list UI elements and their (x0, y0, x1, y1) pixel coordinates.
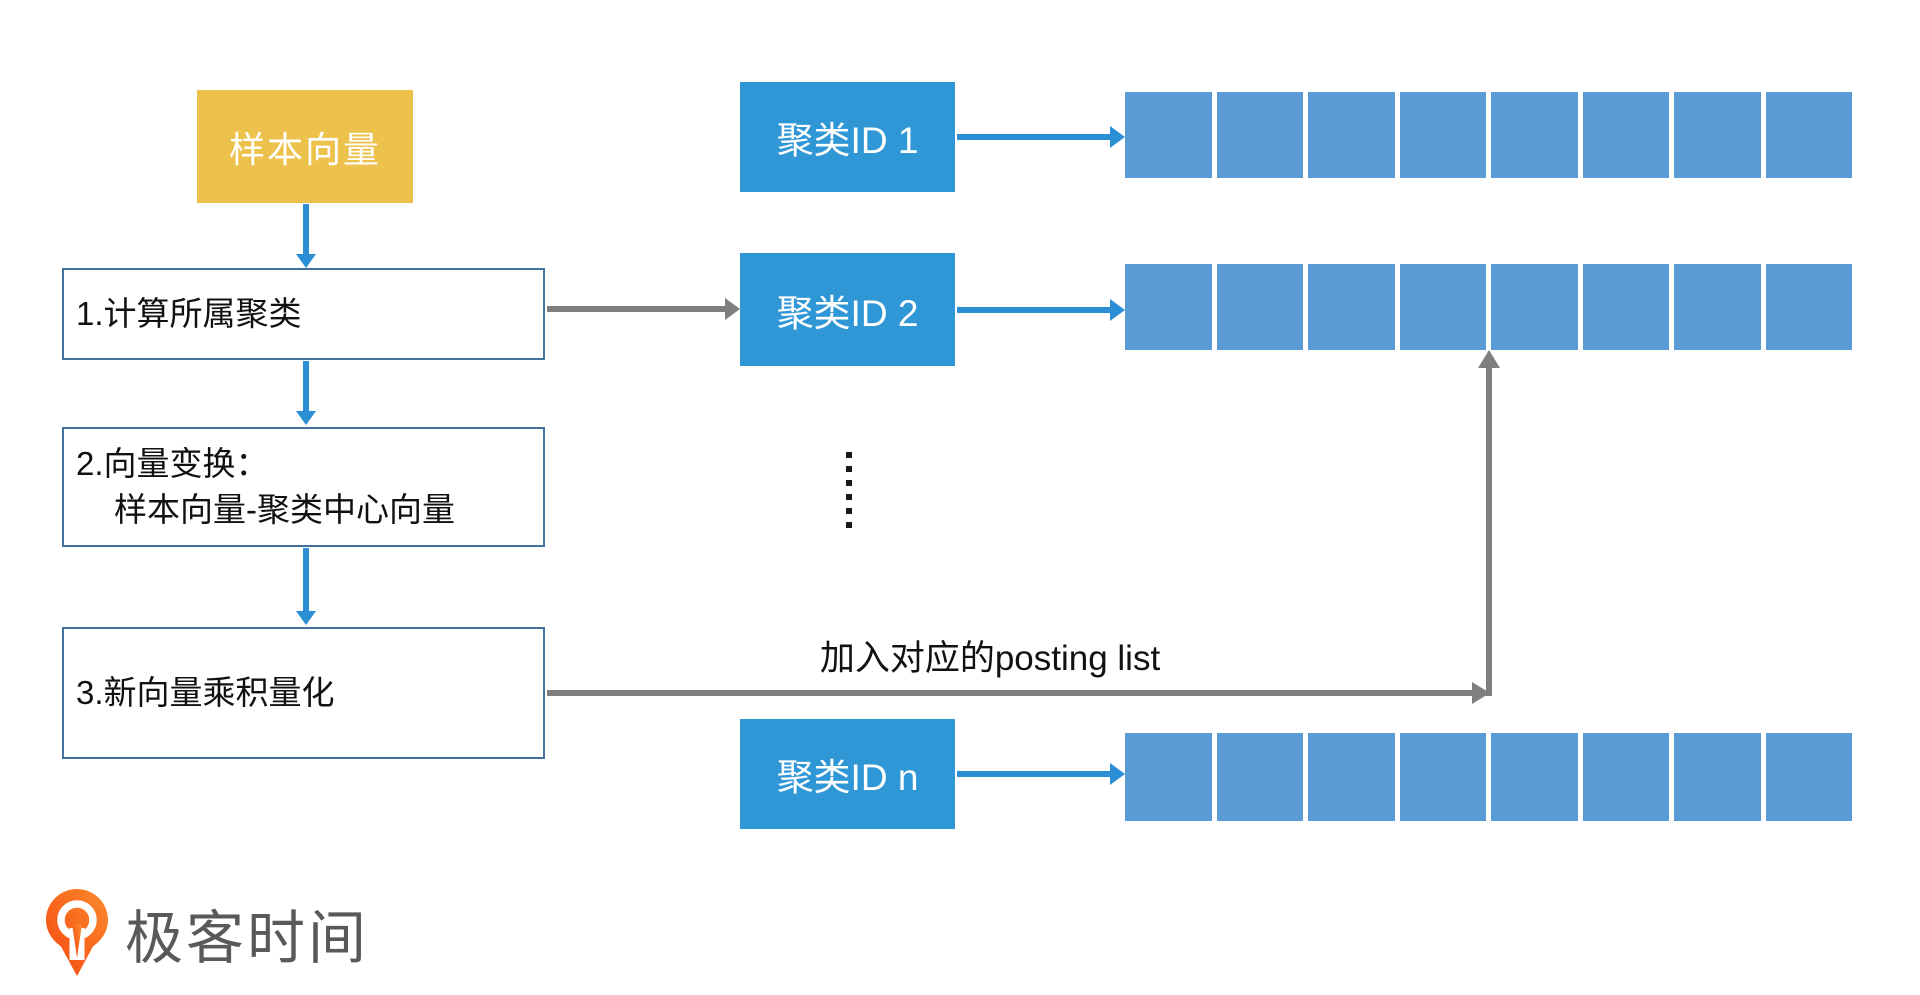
sample-vector-box: 样本向量 (197, 90, 413, 203)
step-3-label: 3.新向量乘积量化 (76, 674, 335, 711)
ellipsis-dot (846, 480, 852, 486)
posting-list-cell (1674, 733, 1761, 821)
sample-vector-label: 样本向量 (228, 128, 381, 170)
step-2-label-line1: 2.向量变换： (76, 445, 269, 482)
arrow-down-icon (296, 254, 316, 268)
posting-list-cell (1216, 264, 1303, 350)
arrow-right-icon (1110, 299, 1125, 321)
posting-list-2 (1125, 264, 1852, 350)
arrow-shaft (303, 204, 309, 254)
cluster-id-1-label: 聚类ID 1 (776, 120, 919, 161)
posting-list-cell (1125, 733, 1212, 821)
step-box-1: 1.计算所属聚类 (62, 268, 545, 360)
arrow-right-icon (1472, 682, 1490, 704)
arrow-down-icon (296, 411, 316, 425)
arrow-shaft (957, 307, 1110, 313)
ellipsis-dot (846, 466, 852, 472)
posting-list-1 (1125, 92, 1852, 178)
ellipsis-dot (846, 494, 852, 500)
arrow-step1-to-step2 (296, 361, 316, 425)
arrow-right-icon (1110, 126, 1125, 148)
arrow-shaft (303, 548, 309, 611)
arrow-step2-to-step3 (296, 548, 316, 625)
arrow-shaft (957, 771, 1110, 777)
posting-list-cell (1399, 92, 1486, 178)
arrow-right-icon (725, 298, 740, 320)
geektime-logo-text: 极客时间 (125, 906, 370, 971)
connector-step3-horizontal (547, 690, 1472, 696)
ellipsis-dot (846, 522, 852, 528)
geektime-logo: 极客时间 (45, 886, 369, 980)
arrow-cluster1-to-list (957, 126, 1125, 148)
step-2-label-line2: 样本向量-聚类中心向量 (114, 491, 455, 528)
arrow-shaft (547, 306, 725, 312)
posting-list-cell (1582, 733, 1669, 821)
arrow-right-icon (1110, 763, 1125, 785)
posting-list-cell (1125, 264, 1212, 350)
step-box-2: 2.向量变换： 样本向量-聚类中心向量 (62, 427, 545, 547)
posting-list-cell (1216, 92, 1303, 178)
posting-list-cell (1674, 264, 1761, 350)
posting-list-cell (1674, 92, 1761, 178)
cluster-id-n-box: 聚类ID n (740, 719, 955, 829)
ellipsis-dot (846, 452, 852, 458)
posting-list-cell (1582, 264, 1669, 350)
posting-list-cell (1765, 264, 1852, 350)
arrow-shaft (303, 361, 309, 411)
step-box-3: 3.新向量乘积量化 (62, 627, 545, 759)
posting-list-cell (1765, 92, 1852, 178)
posting-list-cell (1125, 92, 1212, 178)
posting-list-cell (1216, 733, 1303, 821)
ellipsis-dot (846, 508, 852, 514)
posting-list-cell (1308, 92, 1395, 178)
arrow-down-icon (296, 611, 316, 625)
cluster-id-2-label: 聚类ID 2 (776, 292, 919, 334)
posting-list-cell (1491, 264, 1578, 350)
geektime-logo-icon (46, 889, 108, 976)
arrow-clustern-to-list (957, 763, 1125, 785)
arrow-step1-to-cluster2 (547, 298, 740, 320)
posting-list-cell (1765, 733, 1852, 821)
posting-list-cell (1491, 92, 1578, 178)
posting-list-cell (1491, 733, 1578, 821)
step-1-label: 1.计算所属聚类 (76, 295, 302, 332)
arrow-shaft (957, 134, 1110, 140)
arrow-cluster2-to-list (957, 299, 1125, 321)
posting-list-caption: 加入对应的posting list (819, 639, 1161, 678)
connector-step3-vertical (1486, 366, 1492, 696)
cluster-id-1-box: 聚类ID 1 (740, 82, 955, 192)
arrow-sample-to-step1 (296, 204, 316, 268)
cluster-id-2-box: 聚类ID 2 (740, 253, 955, 366)
posting-list-n (1125, 733, 1852, 821)
posting-list-cell (1399, 733, 1486, 821)
posting-list-cell (1582, 92, 1669, 178)
vertical-ellipsis (846, 452, 852, 528)
posting-list-cell (1308, 733, 1395, 821)
cluster-id-n-label: 聚类ID n (776, 757, 919, 798)
posting-list-cell (1399, 264, 1486, 350)
posting-list-cell (1308, 264, 1395, 350)
arrow-up-icon (1478, 350, 1500, 368)
